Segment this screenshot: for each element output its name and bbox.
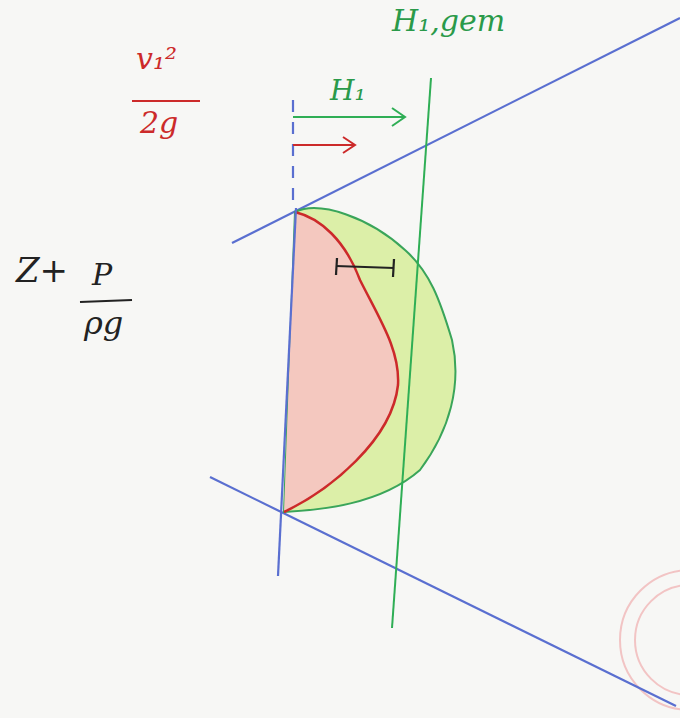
lower-wall bbox=[210, 477, 676, 706]
upper-wall bbox=[232, 18, 680, 243]
watermark bbox=[620, 570, 680, 710]
velocity-arrow bbox=[293, 137, 355, 153]
fraction-bar bbox=[80, 300, 132, 302]
fraction-bar bbox=[132, 100, 200, 102]
head-label: H₁ bbox=[330, 76, 366, 107]
pressure-denominator: ρg bbox=[84, 306, 123, 341]
mean-head-line bbox=[392, 78, 431, 628]
h1-arrow bbox=[293, 108, 405, 126]
reference-line bbox=[278, 208, 296, 576]
velocity-head-fill bbox=[284, 212, 398, 512]
velocity-head-denominator: 2g bbox=[140, 106, 178, 139]
velocity-head-profile bbox=[284, 212, 398, 512]
pressure-numerator: P bbox=[92, 258, 112, 291]
velocity-head-numerator: v₁² bbox=[136, 42, 177, 75]
elevation-label: Z+ bbox=[16, 252, 68, 289]
mean-head-label: H₁,gem bbox=[392, 4, 505, 37]
difference-bar bbox=[336, 258, 394, 277]
total-head-profile bbox=[284, 208, 455, 512]
